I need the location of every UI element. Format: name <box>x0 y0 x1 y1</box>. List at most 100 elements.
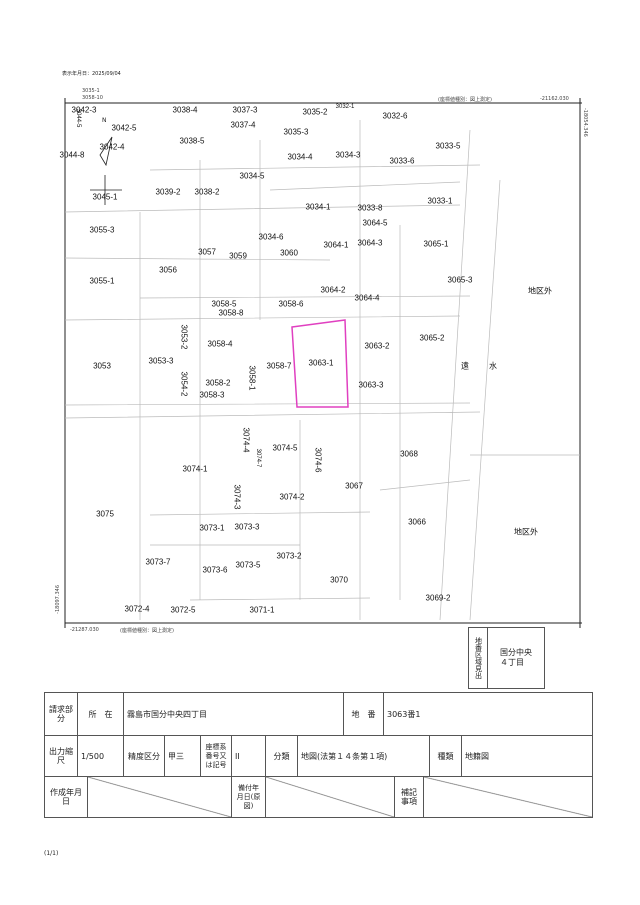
top-note-2: 3058-10 <box>82 95 103 101</box>
stocked-date-label: 備付年月日(原図) <box>231 776 266 818</box>
parcel-label: 3072-5 <box>170 605 196 615</box>
parcel-label: 3039-2 <box>155 187 181 197</box>
parcel-label: 3042-3 <box>71 105 97 115</box>
parcel-label: 3065-3 <box>447 275 473 285</box>
parcel-label: 3068 <box>400 449 418 459</box>
parcel-label: 3034-5 <box>239 171 265 181</box>
parcel-label: 3074-2 <box>279 492 305 502</box>
parcel-label: 3035-3 <box>283 127 309 137</box>
parcel-label: 3058-3 <box>199 390 225 400</box>
north-label: N <box>102 117 107 124</box>
accuracy-value: 甲三 <box>164 735 201 777</box>
parcel-label: 3044-8 <box>59 150 85 160</box>
note-label: 補記事項 <box>394 776 424 818</box>
parcel-label: 3034-1 <box>305 202 331 212</box>
parcel-label: 3071-1 <box>249 605 275 615</box>
parcel-label: 3032-1 <box>335 104 355 110</box>
highlighted-parcel-outline <box>291 319 349 408</box>
parcel-label: 3063-2 <box>364 341 390 351</box>
parcel-label: 3056 <box>159 265 177 275</box>
parcel-label: 3037-3 <box>232 105 258 115</box>
parcel-label: 3063-1 <box>308 358 334 368</box>
parcel-label: 3055-1 <box>89 276 115 286</box>
parcel-label: 3065-1 <box>423 239 449 249</box>
stocked-date-value <box>265 776 395 818</box>
parcel-label: 3037-4 <box>230 120 256 130</box>
parcel-label: 3074-4 <box>241 427 251 453</box>
parcel-label: 3034-4 <box>287 152 313 162</box>
parcel-label: 3035-2 <box>302 107 328 117</box>
parcel-label: 3058-1 <box>247 365 257 391</box>
parcel-label: 3064-5 <box>362 218 388 228</box>
accuracy-label: 精度区分 <box>123 735 165 777</box>
lot-value: 3063番1 <box>383 692 593 736</box>
parcel-label: 3033-1 <box>427 196 453 206</box>
parcel-label: 3074-3 <box>232 484 242 510</box>
parcel-label: 3073-1 <box>199 523 225 533</box>
location-value: 霧島市国分中央四丁目 <box>123 692 344 736</box>
parcel-label: 3065-2 <box>419 333 445 343</box>
parcel-label: 3042-4 <box>99 142 125 152</box>
parcel-label: 3058-4 <box>207 339 233 349</box>
parcel-label: 3058-5 <box>211 299 237 309</box>
scale-label: 出力縮尺 <box>44 735 78 777</box>
parcel-label: 3074-6 <box>313 447 323 473</box>
coord-system-value: II <box>231 735 266 777</box>
parcel-label: 遠 <box>461 361 469 371</box>
parcel-label: 3074-7 <box>255 448 261 468</box>
parcel-label: 3060 <box>280 248 298 258</box>
parcel-label: 3070 <box>330 575 348 585</box>
class-value: 地図(法第１４条第１項) <box>297 735 430 777</box>
parcel-label: 3073-5 <box>235 560 261 570</box>
parcel-label: 3059 <box>229 251 247 261</box>
parcel-label: 3038-2 <box>194 187 220 197</box>
parcel-label: 3064-2 <box>320 285 346 295</box>
top-note-1: 3035-1 <box>82 88 100 94</box>
parcel-label: 3072-4 <box>124 604 150 614</box>
area-box-label: 地番区域見出 <box>468 627 488 689</box>
kind-value: 地籍図 <box>461 735 593 777</box>
parcel-label: 3032-6 <box>382 111 408 121</box>
parcel-label: 3063-3 <box>358 380 384 390</box>
parcel-label: 3033-6 <box>389 156 415 166</box>
parcel-label: 3058-8 <box>218 308 244 318</box>
parcel-label: 3045-1 <box>92 192 118 202</box>
display-date: 表示年月日：2025/09/04 <box>62 71 121 77</box>
class-label: 分類 <box>265 735 298 777</box>
parcel-label: 3074-1 <box>182 464 208 474</box>
parcel-label: 3057 <box>198 247 216 257</box>
parcel-label: 3054-2 <box>179 371 189 397</box>
made-date-label: 作成年月日 <box>44 776 88 818</box>
parcel-label: 3073-2 <box>276 551 302 561</box>
parcel-label: 3067 <box>345 481 363 491</box>
parcel-label: 3038-4 <box>172 105 198 115</box>
req-label: 請求部分 <box>44 692 78 736</box>
made-date-value <box>87 776 232 818</box>
parcel-label: 3073-7 <box>145 557 171 567</box>
parcel-label: 3053 <box>93 361 111 371</box>
parcel-label: 3073-6 <box>202 565 228 575</box>
parcel-label: 3064-1 <box>323 240 349 250</box>
parcel-label: 3055-3 <box>89 225 115 235</box>
coord-type-top: (座標値種別：図上測定) <box>438 97 492 103</box>
parcel-label: 3053-2 <box>179 324 189 350</box>
coord-system-label: 座標系番号又は記号 <box>200 735 232 777</box>
lot-label: 地 番 <box>343 692 384 736</box>
note-value <box>423 776 593 818</box>
parcel-label: 3038-5 <box>179 136 205 146</box>
kind-label: 種類 <box>429 735 462 777</box>
coord-top-right: -21162.030 <box>540 96 569 102</box>
parcel-label: 3075 <box>96 509 114 519</box>
parcel-label: 3042-5 <box>111 123 137 133</box>
parcel-label: 3074-5 <box>272 443 298 453</box>
parcel-label: 3058-7 <box>266 361 292 371</box>
parcel-label: 地区外 <box>514 527 538 537</box>
parcel-label: 3066 <box>408 517 426 527</box>
parcel-label: 3064-4 <box>354 293 380 303</box>
parcel-label: 3064-3 <box>357 238 383 248</box>
page-number: (1/1) <box>44 850 59 857</box>
scale-value: 1/500 <box>77 735 124 777</box>
parcel-label: 3058-2 <box>205 378 231 388</box>
coord-type-bottom: (座標値種別：図上測定) <box>120 628 174 634</box>
